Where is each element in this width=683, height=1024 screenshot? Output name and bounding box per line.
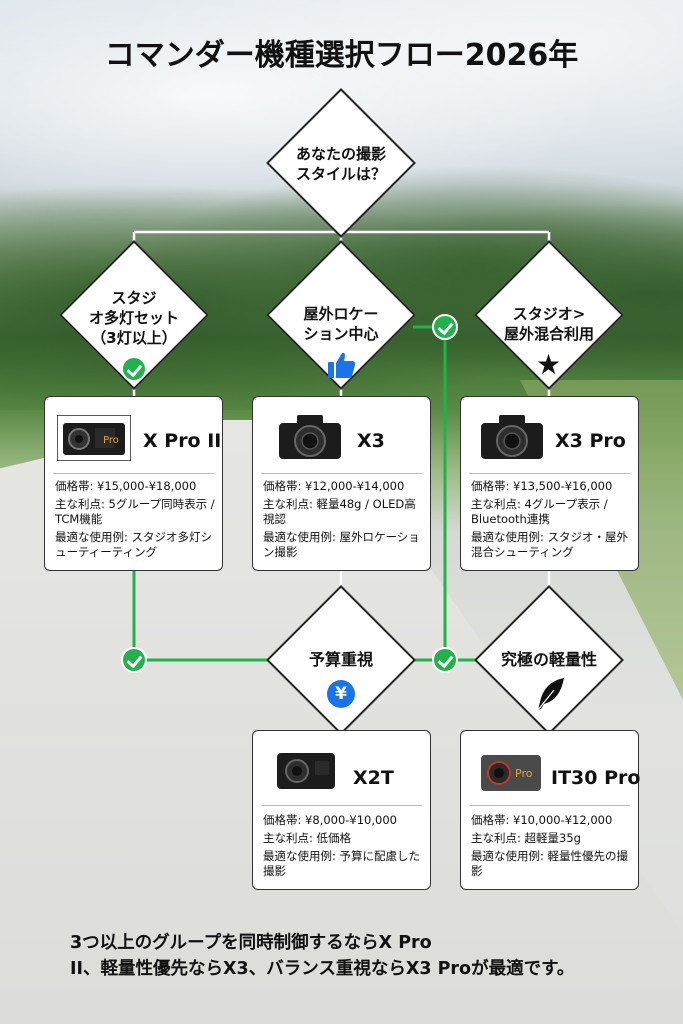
summary-line1: 3つ以上のグループを同時制御するならX Pro — [70, 933, 432, 953]
page-title: コマンダー機種選択フロー2026年 — [104, 38, 579, 73]
card-it30pro-name: IT30 Pro — [551, 767, 641, 789]
card-x3-benefit: 主な利点: 軽量48g / OLED高視認 — [263, 497, 416, 526]
card-xpro2-usecase: 最適な使用例: スタジオ多灯シューティーティング — [55, 530, 213, 559]
card-x3pro-name: X3 Pro — [555, 430, 626, 452]
branch-outdoor-line1: 屋外ロケー — [303, 305, 379, 323]
green-path-x3-light — [413, 325, 447, 662]
card-xpro2-info: 価格帯: ¥15,000-¥18,000 主な利点: 5グループ同時表示 / T… — [55, 479, 216, 563]
card-x3-info: 価格帯: ¥12,000-¥14,000 主な利点: 軽量48g / OLED高… — [263, 479, 424, 563]
branch-studio-line3: （3灯以上） — [91, 329, 177, 347]
check-circle-icon — [432, 647, 458, 673]
card-x2t-price: 価格帯: ¥8,000-¥10,000 — [263, 813, 397, 827]
card-x2t-benefit: 主な利点: 低価格 — [263, 831, 352, 845]
check-circle-icon — [432, 314, 458, 340]
card-xpro2-name: X Pro II — [143, 430, 222, 452]
branch-studio-line1: スタジ — [111, 289, 157, 307]
budget-label: 予算重視 — [308, 650, 373, 669]
card-it30pro[interactable]: Pro IT30 Pro 価格帯: ¥10,000-¥12,000 主な利点: … — [460, 730, 641, 890]
card-x3pro-benefit: 主な利点: 4グループ表示 / Bluetooth連携 — [471, 497, 608, 526]
branch-outdoor-label: 屋外ロケー ション中心 — [281, 304, 401, 344]
branch-studio-label: スタジ オ多灯セット （3灯以上） — [74, 288, 194, 348]
card-xpro2-benefit: 主な利点: 5グループ同時表示 / TCM機能 — [55, 497, 215, 526]
green-path-xpro-budget — [132, 570, 270, 662]
card-x2t-usecase: 最適な使用例: 予算に配慮した撮影 — [263, 849, 421, 878]
check-circle-icon — [121, 647, 147, 673]
svg-text:Pro: Pro — [103, 435, 119, 446]
card-x3pro-info: 価格帯: ¥13,500-¥16,000 主な利点: 4グループ表示 / Blu… — [471, 479, 632, 563]
divider — [261, 473, 422, 474]
divider — [53, 473, 214, 474]
yen-circle-icon: ¥ — [327, 680, 355, 708]
card-xpro2[interactable]: Pro X Pro II 価格帯: ¥15,000-¥18,000 主な利点: … — [44, 396, 223, 571]
card-it30pro-info: 価格帯: ¥10,000-¥12,000 主な利点: 超軽量35g 最適な使用例… — [471, 813, 632, 882]
root-question-line2: スタイルは？ — [295, 165, 386, 183]
feather-icon — [537, 678, 564, 711]
star-icon: ★ — [536, 348, 562, 381]
card-x3-price: 価格帯: ¥12,000-¥14,000 — [263, 479, 405, 493]
card-x3-usecase: 最適な使用例: 屋外ロケーション撮影 — [263, 530, 420, 559]
check-circle-icon — [121, 356, 147, 382]
branch-mixed-line2: 屋外混合利用 — [503, 325, 594, 343]
card-x2t-name: X2T — [353, 767, 394, 789]
divider — [261, 805, 422, 806]
branch-studio-line2: オ多灯セット — [88, 309, 179, 327]
card-it30pro-benefit: 主な利点: 超軽量35g — [471, 831, 581, 845]
svg-text:Pro: Pro — [515, 767, 533, 780]
lightweight-label: 究極の軽量性 — [500, 650, 597, 669]
card-xpro2-price: 価格帯: ¥15,000-¥18,000 — [55, 479, 197, 493]
root-question-line1: あなたの撮影 — [295, 145, 386, 163]
card-it30pro-usecase: 最適な使用例: 軽量性優先の撮影 — [471, 849, 629, 878]
card-x3pro[interactable]: X3 Pro 価格帯: ¥13,500-¥16,000 主な利点: 4グループ表… — [460, 396, 639, 571]
camera-it30pro-icon: Pro — [481, 755, 541, 791]
divider — [469, 473, 630, 474]
card-x3pro-price: 価格帯: ¥13,500-¥16,000 — [471, 479, 613, 493]
camera-x3pro-icon — [481, 415, 543, 459]
card-x3pro-usecase: 最適な使用例: スタジオ・屋外混合シューティング — [471, 530, 629, 559]
branch-mixed-line1: スタジオ> — [512, 305, 586, 323]
card-x3[interactable]: X3 価格帯: ¥12,000-¥14,000 主な利点: 軽量48g / OL… — [252, 396, 431, 571]
card-x2t[interactable]: X2T 価格帯: ¥8,000-¥10,000 主な利点: 低価格 最適な使用例… — [252, 730, 431, 890]
card-x2t-info: 価格帯: ¥8,000-¥10,000 主な利点: 低価格 最適な使用例: 予算… — [263, 813, 424, 882]
summary-text: 3つ以上のグループを同時制御するならX Pro II、軽量性優先ならX3、バラン… — [70, 930, 630, 982]
divider — [469, 805, 630, 806]
card-it30pro-price: 価格帯: ¥10,000-¥12,000 — [471, 813, 613, 827]
camera-x3-icon — [279, 415, 341, 459]
card-x3-name: X3 — [357, 430, 385, 452]
camera-x2t-icon — [277, 753, 335, 789]
branch-outdoor-line2: ション中心 — [303, 325, 379, 343]
branch-mixed-label: スタジオ> 屋外混合利用 — [489, 304, 609, 344]
thumbs-up-icon — [328, 352, 356, 378]
root-question-label: あなたの撮影 スタイルは？ — [281, 144, 401, 184]
summary-line2: II、軽量性優先ならX3、バランス重視ならX3 Proが最適です。 — [70, 959, 575, 979]
camera-xpro2-icon: Pro — [57, 415, 131, 461]
